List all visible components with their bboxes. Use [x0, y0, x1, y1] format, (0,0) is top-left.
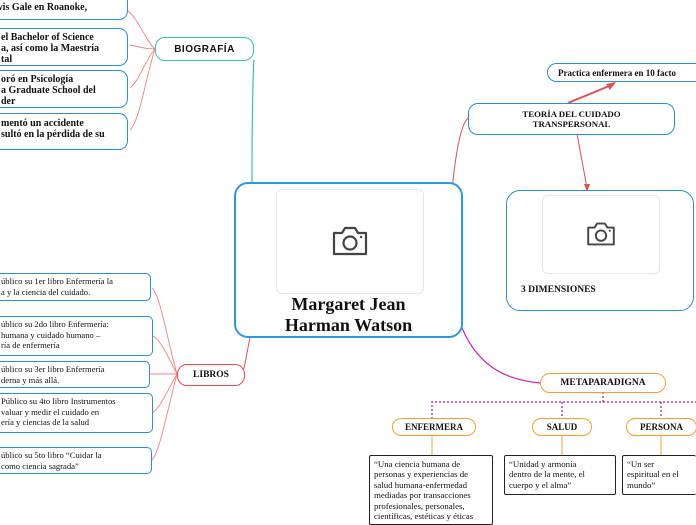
libros-item-1-line2: a y la ciencia del cuidado.: [1, 286, 91, 297]
practica-node[interactable]: Practica enfermera en 10 facto: [547, 63, 696, 82]
central-title: Margaret Jean Harman Watson: [236, 294, 461, 336]
enfermera-desc-line: científicas, estéticas y éticas: [374, 511, 474, 522]
enfermera-description[interactable]: “Una ciencia humana de personas y experi…: [369, 455, 493, 525]
biografia-node[interactable]: BIOGRAFÍA: [155, 37, 254, 61]
dimensiones-image-placeholder[interactable]: [542, 195, 660, 274]
libros-item-4-line1: Público su 4to libro Instrumentos: [1, 396, 116, 406]
persona-desc-line: mundo”: [627, 479, 656, 490]
connector-teoria-practica: [567, 83, 615, 104]
category-persona[interactable]: PERSONA: [626, 418, 696, 436]
connector-biografia-item-2: [129, 44, 156, 50]
connector-teoria-dimensiones: [576, 133, 588, 189]
libros-item-2-line2: humana y cuidado humano –: [1, 329, 101, 340]
enfermera-desc-line: personas y experiencias de: [374, 469, 469, 480]
enfermera-desc-line: mediadas por transacciones: [374, 490, 471, 501]
biografia-item-3-line2: a Graduate School del: [1, 85, 96, 96]
connector-libros-item-5: [151, 373, 178, 461]
biografia-item-3[interactable]: oró en Psicología a Graduate School del …: [0, 70, 128, 108]
arrowhead-dimensiones: [584, 184, 590, 192]
teoria-label-line1: TEORÍA DEL CUIDADO: [522, 109, 621, 119]
connector-biografia-item-1: [124, 7, 156, 50]
category-enfermera[interactable]: ENFERMERA: [392, 418, 476, 436]
connector-central-metaparadigma: [461, 327, 541, 384]
teoria-label-line2: TRANSPERSONAL: [532, 119, 611, 129]
connector-biografia-item-3: [129, 48, 156, 89]
biografia-item-4-line2: sultó en la pérdida de su: [1, 129, 105, 140]
biografia-item-4[interactable]: mentó un accidente sultó en la pérdida d…: [0, 113, 128, 150]
persona-description[interactable]: “Un ser espiritual en el mundo”: [622, 455, 696, 495]
salud-desc-line: cuerpo y el alma”: [509, 479, 572, 490]
libros-item-3[interactable]: úblico su 3er libro Enfermería derna y m…: [0, 361, 150, 388]
central-image-placeholder[interactable]: [276, 189, 424, 294]
central-title-line2: Harman Watson: [284, 315, 413, 335]
biografia-item-2-line1: el Bachelor of Science: [1, 32, 94, 43]
connector-libros-item-2: [152, 335, 178, 375]
connector-central-biografia: [251, 59, 255, 183]
central-topic[interactable]: Margaret Jean Harman Watson: [234, 182, 463, 338]
biografia-item-3-line3: der: [1, 96, 16, 107]
enfermera-desc-line: profesionales, personales,: [374, 500, 465, 511]
biografia-item-1[interactable]: ewis Gale en Roanoke,: [0, 0, 128, 20]
biografia-label: BIOGRAFÍA: [174, 43, 235, 55]
libros-item-5-line2: como ciencia sagrada”: [1, 460, 79, 471]
persona-desc-line: espiritual en el: [627, 469, 679, 480]
libros-item-5-line1: úblico su 5to libro “Cuidar la: [1, 450, 102, 460]
libros-node[interactable]: LIBROS: [177, 364, 245, 386]
salud-desc-line: “Unidad y armonía: [509, 459, 577, 469]
metaparadigma-node[interactable]: METAPARADIGNA: [540, 373, 666, 393]
libros-item-1[interactable]: úblico su 1er libro Enfermería la a y la…: [0, 273, 151, 301]
connector-central-teoria: [451, 117, 469, 191]
central-title-line1: Margaret Jean: [291, 294, 406, 314]
libros-item-1-line1: úblico su 1er libro Enfermería la: [1, 276, 113, 286]
category-persona-label: PERSONA: [639, 422, 683, 432]
category-salud-label: SALUD: [546, 422, 578, 432]
libros-item-2-line1: úblico su 2do libro Enfermería:: [1, 319, 109, 329]
biografia-item-2-line2: a, así como la Maestría: [1, 43, 100, 54]
libros-item-5[interactable]: úblico su 5to libro “Cuidar la como cien…: [0, 447, 152, 474]
camera-icon: [332, 226, 368, 256]
category-salud[interactable]: SALUD: [532, 418, 592, 436]
salud-desc-line: dentro de la mente, el: [509, 469, 585, 480]
category-enfermera-label: ENFERMERA: [405, 422, 463, 432]
libros-item-4[interactable]: Público su 4to libro Instrumentos valuar…: [0, 393, 153, 433]
dimensiones-label: 3 DIMENSIONES: [521, 285, 596, 295]
libros-item-3-line1: úblico su 3er libro Enfermería: [1, 364, 105, 374]
enfermera-desc-line: salud humana-enfermedad: [374, 479, 468, 490]
connector-libros-item-4: [151, 373, 178, 414]
teoria-node[interactable]: TEORÍA DEL CUIDADO TRANSPERSONAL: [468, 103, 675, 135]
libros-item-2-line3: ría de enfermería: [1, 340, 60, 350]
enfermera-desc-line: “Una ciencia humana de: [374, 459, 461, 469]
libros-item-3-line2: derna y más allá.: [1, 374, 60, 385]
connector-libros-item-1: [151, 287, 178, 375]
metaparadigma-label: METAPARADIGNA: [560, 378, 646, 388]
biografia-item-2[interactable]: el Bachelor of Science a, así como la Ma…: [0, 28, 128, 66]
persona-desc-line: “Un ser: [627, 459, 655, 469]
biografia-item-2-line3: tal: [1, 54, 13, 65]
camera-icon: [587, 222, 615, 246]
arrowhead-practica: [606, 82, 616, 90]
connector-meta-categories: [431, 392, 696, 418]
libros-item-2[interactable]: úblico su 2do libro Enfermería: humana y…: [0, 316, 153, 356]
libros-item-4-line3: ería y ciencias de la salud: [1, 417, 90, 427]
dimensiones-node[interactable]: 3 DIMENSIONES: [506, 190, 694, 311]
connector-biografia-item-4: [129, 48, 156, 131]
biografia-item-4-line1: mentó un accidente: [1, 118, 84, 129]
practica-label: Practica enfermera en 10 facto: [558, 67, 676, 78]
libros-label: LIBROS: [193, 370, 229, 380]
libros-item-4-line2: valuar y medir el cuidado en: [1, 406, 100, 417]
salud-description[interactable]: “Unidad y armonía dentro de la mente, el…: [504, 455, 616, 495]
biografia-item-3-line1: oró en Psicología: [1, 74, 74, 85]
biografia-item-1-line1: ewis Gale en Roanoke,: [0, 2, 88, 13]
